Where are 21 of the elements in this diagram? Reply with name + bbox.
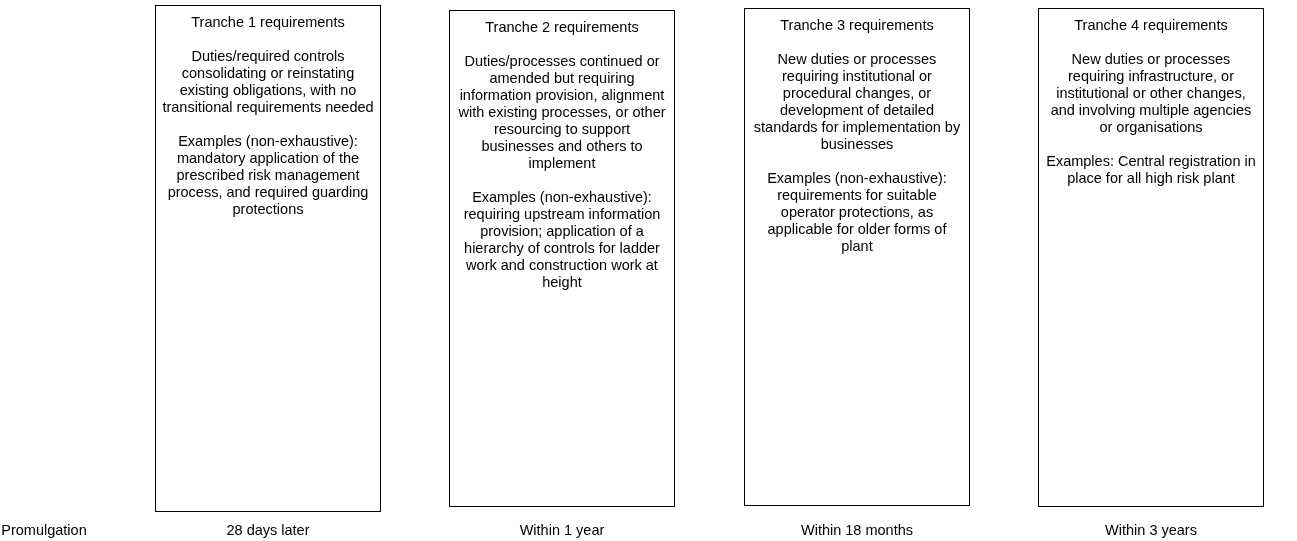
requirement-box bbox=[449, 10, 675, 507]
box-text: New duties or processes requiring infrastructure, or institutional or other changes, and involving multiple agencies or organisations bbox=[1049, 51, 1253, 136]
timeline-label: Within 18 months bbox=[801, 522, 913, 538]
box-heading: Tranche 4 requirements bbox=[1073, 17, 1229, 34]
requirement-box bbox=[155, 5, 381, 512]
timeline-label: Promulgation bbox=[1, 522, 87, 538]
box-text: Examples (non-exhaustive): requirements for suitable operator protections, as applicable for older forms of plant bbox=[766, 170, 948, 255]
box-heading: Tranche 2 requirements bbox=[484, 19, 640, 36]
box-text: Examples (non-exhaustive): requiring upstream information provision; application of a hierarchy of controls for ladder work and construction work at height bbox=[462, 189, 662, 291]
timeline-label: Within 3 years bbox=[1105, 522, 1197, 538]
box-text: Examples (non-exhaustive): mandatory application of the prescribed risk management process, and required guarding protections bbox=[166, 133, 370, 218]
box-heading: Tranche 1 requirements bbox=[190, 14, 346, 31]
requirement-box bbox=[1038, 8, 1264, 507]
timeline-label: Within 1 year bbox=[519, 522, 605, 538]
box-text: Duties/required controls consolidating or reinstating existing obligations, with no transitional requirements needed bbox=[162, 48, 374, 116]
box-heading: Tranche 3 requirements bbox=[779, 17, 935, 34]
requirement-box bbox=[744, 8, 970, 506]
box-text: Duties/processes continued or amended but requiring information provision, alignment with existing processes, or other resourcing to support businesses and others to implement bbox=[457, 53, 667, 172]
timeline-label: 28 days later bbox=[226, 522, 310, 538]
box-text: New duties or processes requiring institutional or procedural changes, or development of detailed standards for implementation by businesses bbox=[752, 51, 962, 153]
box-text: Examples: Central registration in place for all high risk plant bbox=[1045, 153, 1257, 187]
